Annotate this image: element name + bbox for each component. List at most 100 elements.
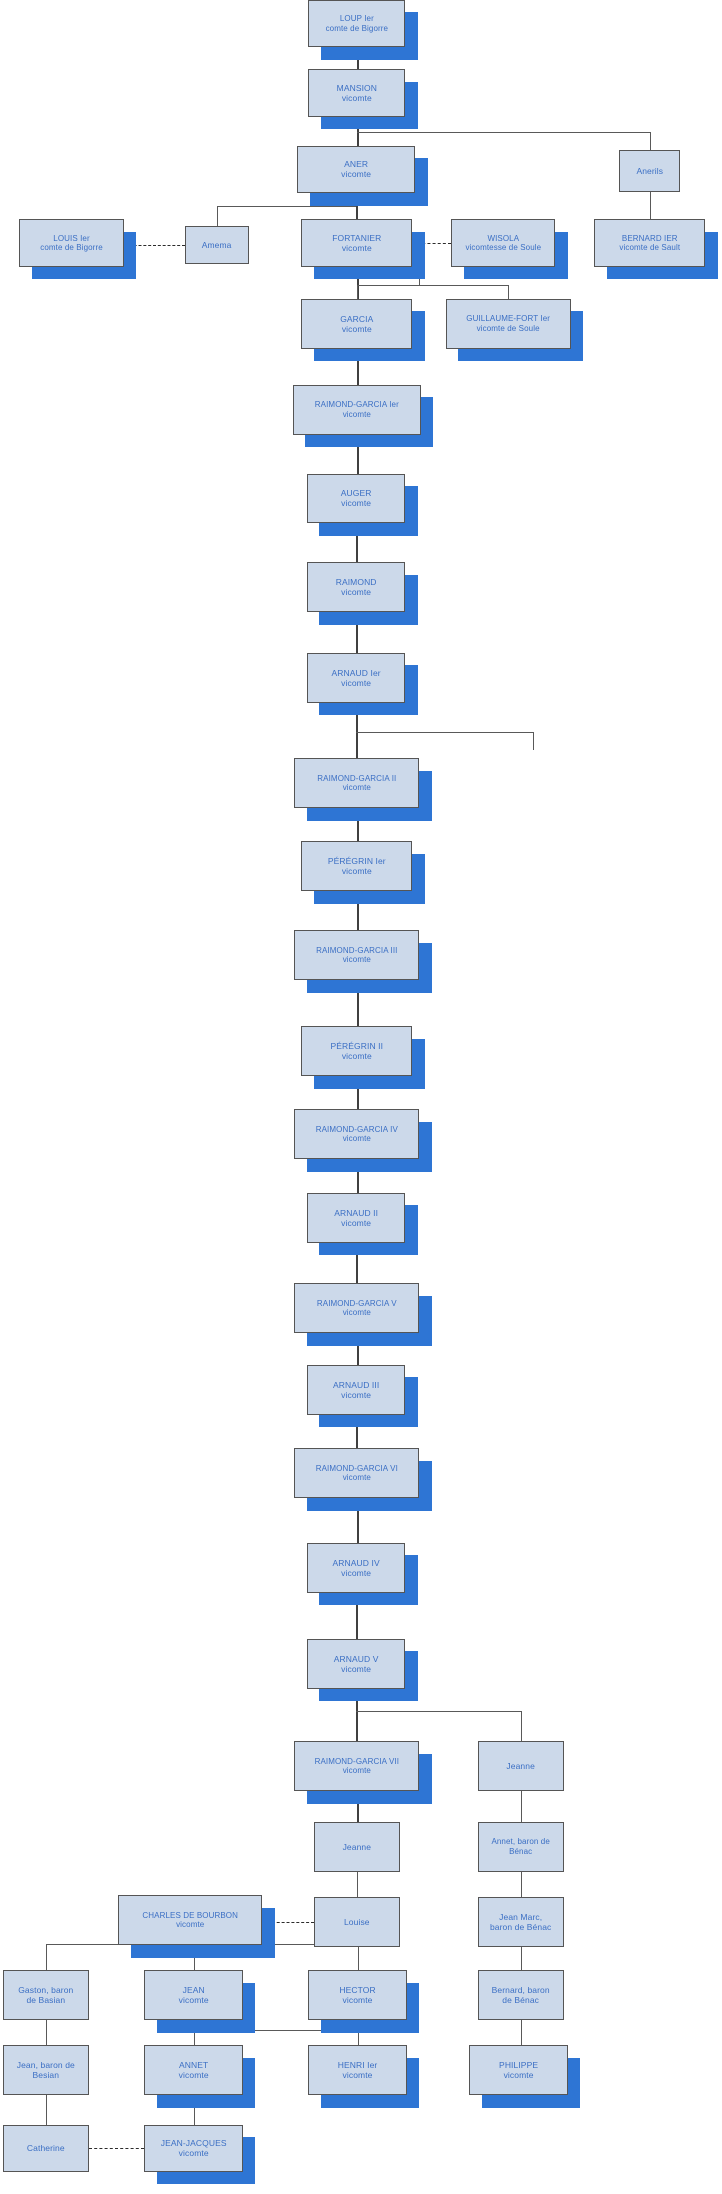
person-node[interactable]: Jean Marc,baron de Bénac xyxy=(477,1896,564,1947)
marriage-line xyxy=(262,1921,314,1923)
person-name: LOUIS Ier xyxy=(53,233,90,243)
person-title: vicomte xyxy=(342,1473,371,1483)
person-node[interactable]: Amema xyxy=(184,226,249,264)
connector-line xyxy=(356,1498,359,1543)
person-name: Amema xyxy=(201,240,232,251)
person-node[interactable]: Catherine xyxy=(2,2124,89,2172)
connector-line xyxy=(356,1688,359,1742)
person-name: ANER xyxy=(344,159,369,170)
person-name: RAIMOND-GARCIA II xyxy=(317,773,397,783)
person-node[interactable]: Louise xyxy=(313,1896,400,1947)
person-title: vicomte xyxy=(342,1766,371,1776)
person-title: de Basian xyxy=(26,1995,66,2006)
connector-line xyxy=(356,1592,359,1639)
connector-line xyxy=(356,1871,358,1897)
person-title: vicomte xyxy=(341,93,372,104)
connector-line xyxy=(356,193,359,220)
person-title: vicomte xyxy=(342,1995,373,2006)
person-title: Besian xyxy=(32,2070,60,2081)
person-title: de Bénac xyxy=(502,1995,540,2006)
connector-line xyxy=(356,1414,359,1449)
person-name: GARCIA xyxy=(340,313,374,324)
connector-line xyxy=(356,702,359,759)
person-name: Gaston, baron xyxy=(18,1985,74,1996)
connector-line xyxy=(45,2020,47,2046)
connector-line xyxy=(356,116,359,146)
person-name: ARNAUD III xyxy=(332,1379,380,1390)
connector-line xyxy=(520,1946,522,1971)
person-title: vicomte de Sault xyxy=(619,242,681,252)
connector-line xyxy=(649,131,651,150)
connector-line xyxy=(45,2095,47,2125)
person-name: Anerils xyxy=(636,165,664,176)
connector-line xyxy=(520,1871,522,1897)
connector-line xyxy=(193,2030,195,2046)
person-name: ANNET xyxy=(179,2060,209,2071)
person-node[interactable]: Jeanne xyxy=(477,1741,564,1792)
connector-line xyxy=(356,808,359,842)
person-name: AUGER xyxy=(340,488,372,499)
person-name: ARNAUD II xyxy=(334,1207,379,1218)
connector-line xyxy=(356,266,359,299)
person-name: MANSION xyxy=(336,83,378,93)
connector-line xyxy=(356,523,359,563)
person-title: vicomte xyxy=(342,1308,371,1318)
person-name: FORTANIER xyxy=(332,232,382,243)
person-name: LOUP Ier xyxy=(339,14,374,24)
person-title: vicomte xyxy=(341,242,372,253)
person-title: vicomte xyxy=(341,169,372,180)
person-title: comte de Bigorre xyxy=(325,23,389,33)
person-title: vicomte xyxy=(503,2070,534,2081)
person-name: PÉRÉGRIN II xyxy=(330,1041,384,1052)
connector-line xyxy=(193,2030,358,2032)
connector-line xyxy=(356,731,534,733)
person-title: vicomte xyxy=(341,498,372,509)
person-name: Catherine xyxy=(26,2143,65,2154)
person-node[interactable]: Jeanne xyxy=(313,1821,400,1872)
connector-line xyxy=(356,348,359,385)
connector-line xyxy=(45,1944,47,1971)
connector-line xyxy=(356,1159,359,1193)
connector-line xyxy=(356,1791,359,1822)
person-node[interactable]: Anerils xyxy=(619,149,681,192)
person-title: vicomte xyxy=(341,866,372,877)
person-name: PÉRÉGRIN Ier xyxy=(327,856,386,867)
